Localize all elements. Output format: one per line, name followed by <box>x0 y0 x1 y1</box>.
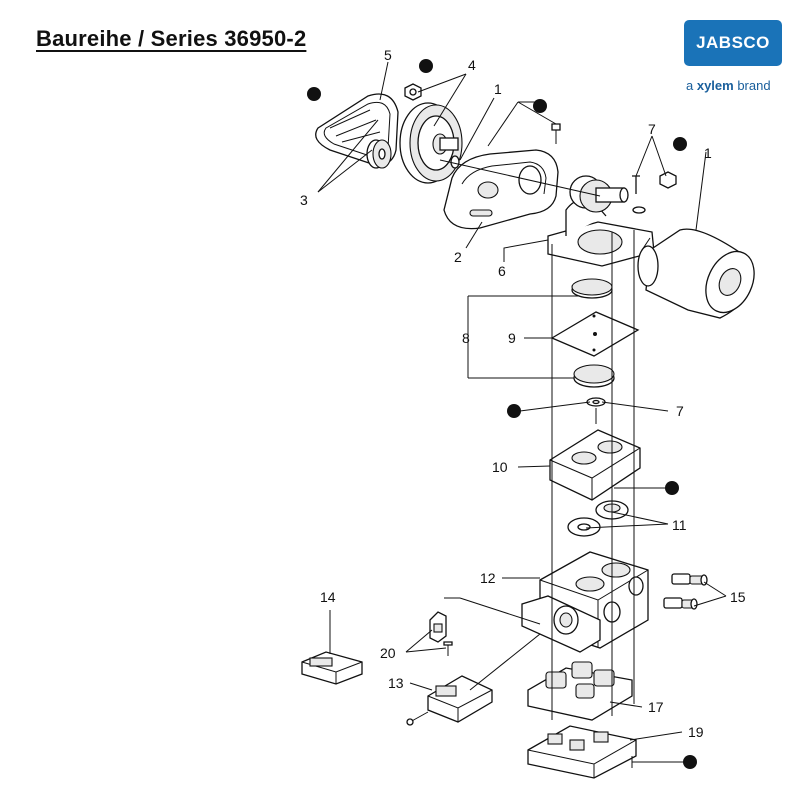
tagline-suffix: brand <box>733 78 771 93</box>
switch-clip-part <box>429 611 453 656</box>
assembly-guide-lines <box>439 159 635 720</box>
diaphragm-plate-part <box>550 311 640 357</box>
hose-fitting-part-upper <box>671 573 708 586</box>
callout-14: 14 <box>320 589 336 605</box>
callout-19: 19 <box>688 724 704 740</box>
motor-bracket-part <box>547 198 655 267</box>
brand-tagline: a xylem brand <box>686 78 771 93</box>
cover-plate-part <box>301 651 363 685</box>
callout-labels: 5 4 1 7 1 3 2 6 8 9 7 10 11 12 15 14 20 … <box>300 47 746 740</box>
circuit-board-part <box>527 661 633 721</box>
callout-10: 10 <box>492 459 508 475</box>
callout-1-top: 1 <box>494 81 502 97</box>
callout-3: 3 <box>300 192 308 208</box>
callout-6: 6 <box>498 263 506 279</box>
callout-20: 20 <box>380 645 396 661</box>
tagline-prefix: a <box>686 78 697 93</box>
gear-cover-part <box>443 149 559 230</box>
black-dot-markers <box>307 59 697 769</box>
nut-part-4 <box>404 83 422 101</box>
callout-17: 17 <box>648 699 664 715</box>
callout-1-motor: 1 <box>704 145 712 161</box>
callout-4: 4 <box>468 57 476 73</box>
hose-fitting-part-lower <box>663 597 698 610</box>
jabsco-logo: JABSCO <box>684 20 782 66</box>
leader-lines <box>317 61 727 763</box>
page-title: Baureihe / Series 36950-2 <box>36 26 307 51</box>
large-gear-pulley-part <box>399 102 463 184</box>
base-plate-part <box>527 725 637 779</box>
callout-15: 15 <box>730 589 746 605</box>
pressure-switch-part <box>406 675 493 726</box>
callout-5: 5 <box>384 47 392 63</box>
shaft-coupling-part <box>569 175 629 213</box>
valve-assembly-part <box>567 500 629 537</box>
callout-8: 8 <box>462 330 470 346</box>
callout-7-top: 7 <box>648 121 656 137</box>
pump-body-part <box>521 551 649 653</box>
screw-part-7 <box>632 171 677 214</box>
diaphragm-upper-part <box>571 278 613 299</box>
pump-chamber-part <box>549 429 641 501</box>
callout-11: 11 <box>672 517 687 533</box>
callout-12: 12 <box>480 570 496 586</box>
tagline-brand: xylem <box>696 78 734 93</box>
callout-7-middle: 7 <box>676 403 684 419</box>
screw-part-1 <box>551 123 561 144</box>
diaphragm-lower-part <box>573 364 615 388</box>
callout-2: 2 <box>454 249 462 265</box>
small-pulley-part <box>366 139 392 169</box>
electric-motor-part <box>637 228 755 319</box>
washer-part-4 <box>450 155 460 169</box>
callout-13: 13 <box>388 675 404 691</box>
callout-9: 9 <box>508 330 516 346</box>
